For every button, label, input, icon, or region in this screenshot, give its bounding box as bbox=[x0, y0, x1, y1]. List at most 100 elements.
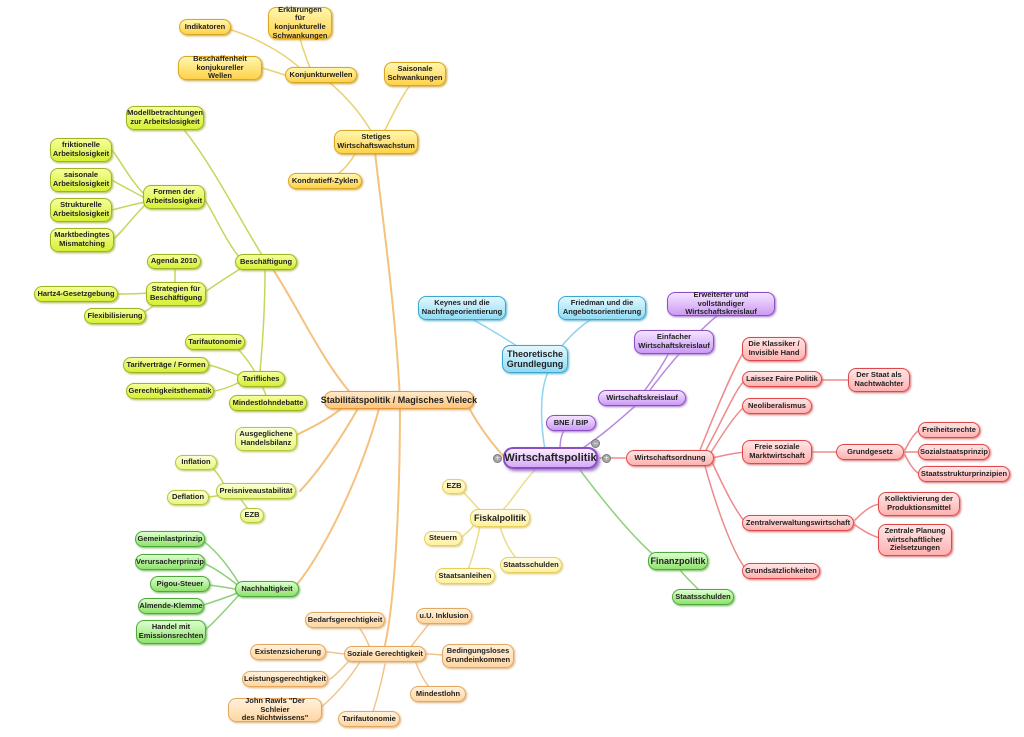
node-zentrale-planung[interactable]: Zentrale Planung wirtschaftlicher Zielse… bbox=[878, 524, 952, 556]
node-nachtwaechter[interactable]: Der Staat als Nachtwächter bbox=[848, 368, 910, 392]
node-mismatching[interactable]: Marktbedingtes Mismatching bbox=[50, 228, 114, 252]
link-stab-nachhaltigkeit bbox=[291, 404, 381, 591]
link-root-finanz bbox=[579, 469, 661, 561]
node-gerechtigkeitsthematik[interactable]: Gerechtigkeitsthematik bbox=[126, 383, 214, 399]
node-laissez-faire[interactable]: Laissez Faire Politik bbox=[742, 371, 822, 387]
node-freiheitsrechte[interactable]: Freiheitsrechte bbox=[918, 422, 980, 438]
node-fiskalpolitik[interactable]: Fiskalpolitik bbox=[470, 509, 530, 527]
node-grundeinkommen[interactable]: Bedingungsloses Grundeinkommen bbox=[442, 644, 514, 668]
node-tarifliches[interactable]: Tarifliches bbox=[237, 371, 285, 387]
link-nach-handel bbox=[204, 593, 241, 631]
node-agenda-2010[interactable]: Agenda 2010 bbox=[147, 254, 201, 269]
node-soziale-gerechtigkeit[interactable]: Soziale Gerechtigkeit bbox=[344, 646, 426, 662]
node-sozialstaatsprinzip[interactable]: Sozialstaatsprinzip bbox=[918, 444, 990, 460]
node-tarifautonomie-1[interactable]: Tarifautonomie bbox=[185, 334, 245, 350]
link-besch-strategien bbox=[204, 265, 246, 293]
node-verursacherprinzip[interactable]: Verursacherprinzip bbox=[135, 554, 205, 570]
link-fisk-anleihen bbox=[466, 525, 481, 573]
node-nachhaltigkeit[interactable]: Nachhaltigkeit bbox=[235, 581, 299, 597]
link-root-stabilitaet bbox=[464, 399, 506, 459]
node-bne-bip[interactable]: BNE / BIP bbox=[546, 415, 596, 431]
node-almende-klemme[interactable]: Almende-Klemme bbox=[138, 598, 204, 614]
node-finanzpolitik[interactable]: Finanzpolitik bbox=[648, 552, 708, 570]
link-formen-struk bbox=[111, 201, 146, 211]
node-mindestlohn[interactable]: Mindestlohn bbox=[410, 686, 466, 702]
node-wirtschaftskreislauf[interactable]: Wirtschaftskreislauf bbox=[598, 390, 686, 406]
link-besch-modell bbox=[179, 124, 263, 256]
node-neoliberalismus[interactable]: Neoliberalismus bbox=[742, 398, 812, 414]
node-stabilitaetspolitik[interactable]: Stabilitätspolitik / Magisches Vieleck bbox=[321, 391, 477, 409]
node-indikatoren[interactable]: Indikatoren bbox=[179, 19, 231, 35]
node-rawls[interactable]: John Rawls "Der Schleier des Nichtwissen… bbox=[228, 696, 322, 722]
node-tarifautonomie-2[interactable]: Tarifautonomie bbox=[338, 711, 400, 727]
node-einfacher-kreislauf[interactable]: Einfacher Wirtschaftskreislauf bbox=[634, 330, 714, 354]
link-besch-formen bbox=[204, 199, 241, 259]
node-freie-soziale-mw[interactable]: Freie soziale Marktwirtschaft bbox=[742, 440, 812, 464]
root-node[interactable]: Wirtschaftspolitik bbox=[503, 447, 598, 469]
node-friedman[interactable]: Friedman und die Angebotsorientierung bbox=[558, 296, 646, 320]
expand-handle-right-icon[interactable]: + bbox=[602, 454, 611, 463]
node-flexibilisierung[interactable]: Flexibilisierung bbox=[84, 308, 146, 324]
node-mindestlohndebatte[interactable]: Mindestlohndebatte bbox=[229, 395, 307, 411]
node-beschaeftigung[interactable]: Beschäftigung bbox=[235, 254, 297, 270]
node-preisniveau[interactable]: Preisniveaustabilität bbox=[216, 483, 296, 499]
link-konj-erklaerungen bbox=[299, 37, 311, 69]
node-erweiterter-kreislauf[interactable]: Erweiterter und vollständiger Wirtschaft… bbox=[667, 290, 775, 316]
link-soz-leistung bbox=[329, 659, 351, 680]
link-ord-klassiker bbox=[699, 349, 746, 451]
node-leistungsgerechtigkeit[interactable]: Leistungsgerechtigkeit bbox=[242, 671, 328, 687]
node-kollektivierung[interactable]: Kollektivierung der Produktionsmittel bbox=[878, 492, 960, 516]
node-keynes[interactable]: Keynes und die Nachfrageorientierung bbox=[418, 296, 506, 320]
node-gemeinlastprinzip[interactable]: Gemeinlastprinzip bbox=[135, 531, 205, 547]
node-strukturelle[interactable]: Strukturelle Arbeitslosigkeit bbox=[50, 198, 112, 222]
node-staatsstrukturprinzipien[interactable]: Staatsstrukturprinzipien bbox=[918, 466, 1010, 482]
node-ezb-1[interactable]: EZB bbox=[240, 508, 264, 523]
node-klassiker[interactable]: Die Klassiker / Invisible Hand bbox=[742, 337, 806, 361]
node-handel-emission[interactable]: Handel mit Emissionsrechten bbox=[136, 620, 206, 644]
link-ord-zentral bbox=[711, 461, 746, 523]
node-existenzsicherung[interactable]: Existenzsicherung bbox=[250, 644, 326, 660]
node-deflation[interactable]: Deflation bbox=[167, 490, 209, 505]
node-handelsbilanz[interactable]: Ausgeglichene Handelsbilanz bbox=[235, 427, 297, 451]
node-zentralverwaltung[interactable]: Zentralverwaltungswirtschaft bbox=[742, 515, 854, 531]
node-kondratieff[interactable]: Kondratieff-Zyklen bbox=[288, 173, 362, 189]
node-beschaffenheit[interactable]: Beschaffenheit konjukureller Wellen bbox=[178, 54, 262, 80]
node-konjunkturwellen[interactable]: Konjunkturwellen bbox=[285, 67, 357, 83]
node-grundsaetzlichkeiten[interactable]: Grundsätzlichkeiten bbox=[742, 563, 820, 579]
node-modellbetrachtungen[interactable]: Modellbetrachtungen zur Arbeitslosigkeit bbox=[126, 106, 204, 130]
node-ezb-2[interactable]: EZB bbox=[442, 479, 466, 494]
node-inflation[interactable]: Inflation bbox=[175, 455, 217, 470]
node-saisonale-schwankungen[interactable]: Saisonale Schwankungen bbox=[384, 62, 446, 86]
node-erklaerungen[interactable]: Erklärungen für konjunkturelle Schwankun… bbox=[268, 5, 332, 39]
node-saisonale-al[interactable]: saisonale Arbeitslosigkeit bbox=[50, 168, 112, 192]
link-tarif-vertraege bbox=[207, 364, 241, 377]
node-pigou-steuer[interactable]: Pigou-Steuer bbox=[150, 576, 210, 592]
link-stab-stetiges bbox=[374, 151, 401, 401]
node-strategien[interactable]: Strategien für Beschäftigung bbox=[146, 282, 206, 306]
link-stab-beschaeftigung bbox=[267, 261, 356, 399]
link-root-fiskal bbox=[499, 469, 536, 513]
node-inklusion[interactable]: u.U. Inklusion bbox=[416, 608, 472, 624]
node-formen-arbeitslosigkeit[interactable]: Formen der Arbeitslosigkeit bbox=[143, 185, 205, 209]
node-hartz4[interactable]: Hartz4-Gesetzgebung bbox=[34, 286, 118, 302]
node-friktionelle[interactable]: friktionelle Arbeitslosigkeit bbox=[50, 138, 112, 162]
link-soz-rawls bbox=[319, 661, 361, 709]
node-grundgesetz[interactable]: Grundgesetz bbox=[836, 444, 904, 460]
expand-handle-top-icon[interactable]: − bbox=[591, 439, 600, 448]
link-stab-soziale bbox=[384, 404, 401, 646]
link-theo-keynes bbox=[464, 315, 521, 349]
link-soz-existenz bbox=[326, 651, 346, 655]
link-zent-plan bbox=[854, 524, 881, 539]
node-staatsschulden-2[interactable]: Staatsschulden bbox=[672, 589, 734, 605]
node-steuern[interactable]: Steuern bbox=[424, 531, 462, 546]
node-tarifvertraege[interactable]: Tarifverträge / Formen bbox=[123, 357, 209, 373]
expand-handle-left-icon[interactable]: + bbox=[493, 454, 502, 463]
link-ord-grundsaetzlich bbox=[704, 465, 746, 569]
node-wirtschaftsordnung[interactable]: Wirtschaftsordnung bbox=[626, 450, 714, 466]
node-bedarfsgerechtigkeit[interactable]: Bedarfsgerechtigkeit bbox=[305, 612, 385, 628]
node-staatsanleihen[interactable]: Staatsanleihen bbox=[435, 568, 495, 584]
node-stetiges-wachstum[interactable]: Stetiges Wirtschaftswachstum bbox=[334, 130, 418, 154]
node-staatsschulden-1[interactable]: Staatsschulden bbox=[500, 557, 562, 573]
node-theoretische-grundlegung[interactable]: Theoretische Grundlegung bbox=[502, 345, 568, 373]
link-stetiges-konjunktur bbox=[319, 74, 376, 139]
